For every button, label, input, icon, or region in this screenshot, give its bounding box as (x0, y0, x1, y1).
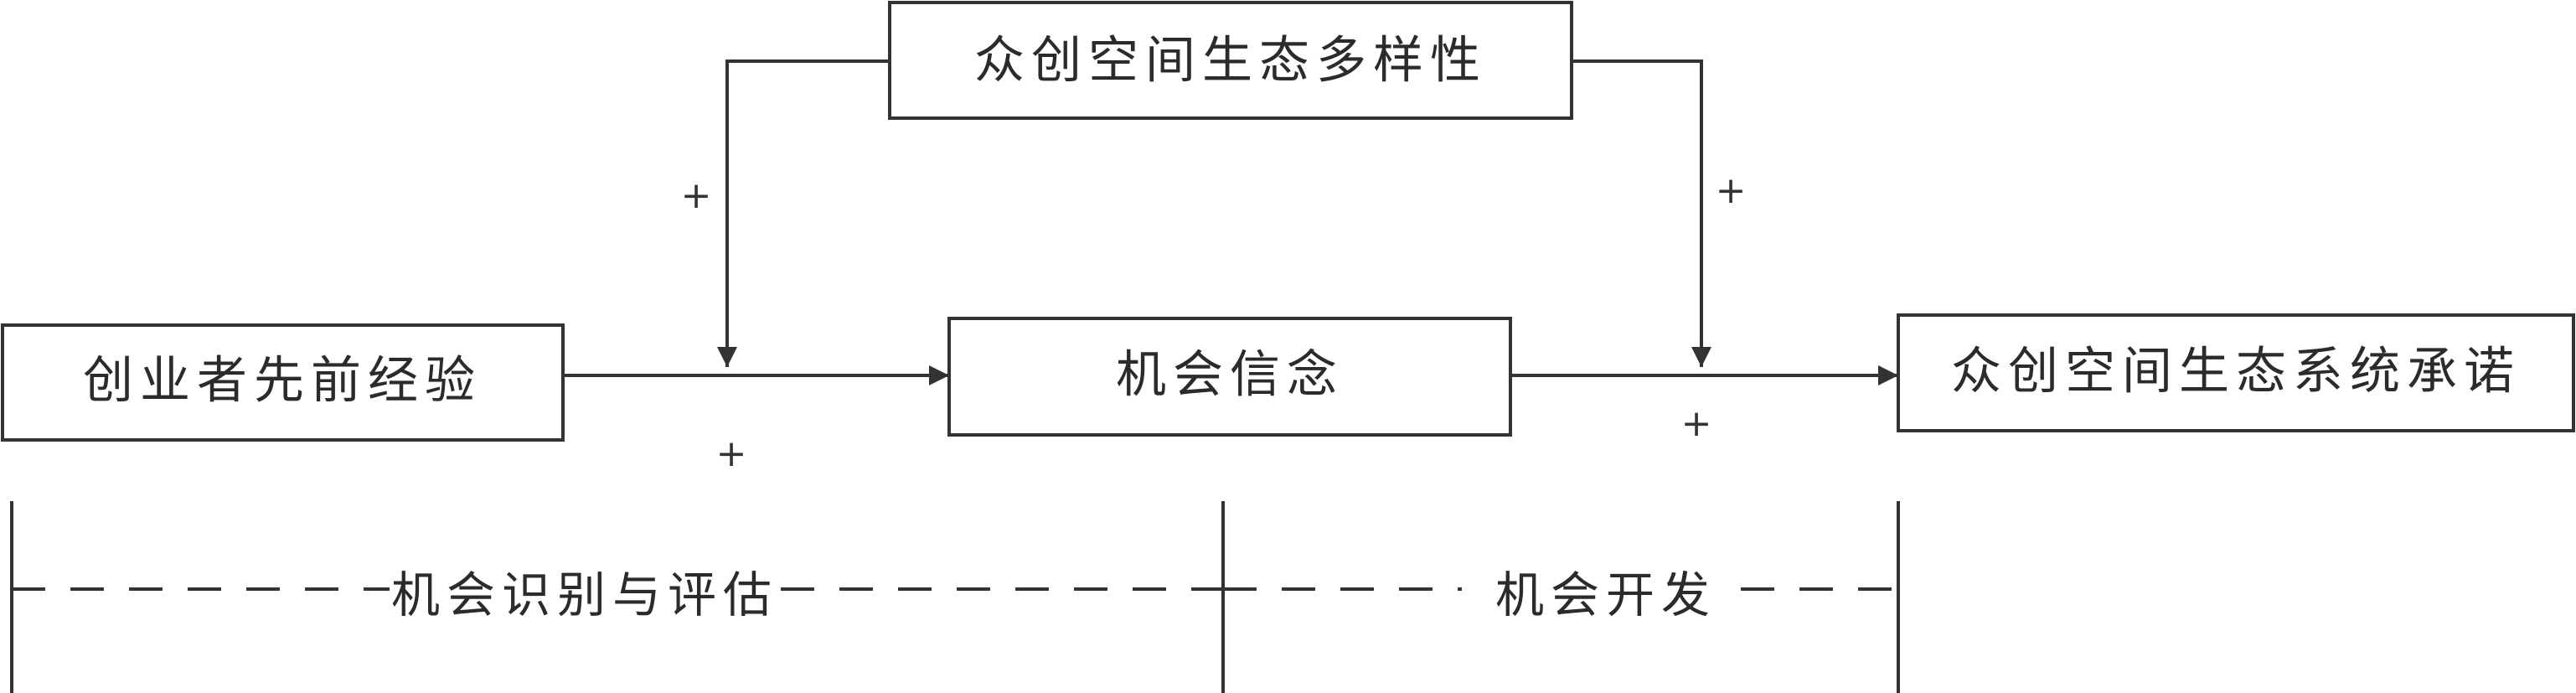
diversity-right-sign: + (1716, 169, 1747, 212)
belief-commitment-sign: + (1681, 402, 1712, 445)
diversity-left-sign: + (681, 174, 712, 217)
belief-box: 机会信念 (947, 317, 1512, 437)
diversity-moderation-right-arrow (1572, 59, 1711, 367)
diversity-moderation-left-arrow (717, 59, 890, 367)
belief-label: 机会信念 (1116, 346, 1344, 405)
diversity-box: 众创空间生态多样性 (888, 1, 1573, 120)
phase-development-label: 机会开发 (1495, 566, 1716, 623)
experience-belief-sign: + (716, 432, 747, 475)
commitment-box: 众创空间生态系统承诺 (1897, 313, 2575, 432)
experience-label: 创业者先前经验 (83, 352, 482, 411)
commitment-label: 众创空间生态系统承诺 (1951, 343, 2521, 401)
phase-recognition-label: 机会识别与评估 (391, 566, 778, 623)
diversity-label: 众创空间生态多样性 (974, 32, 1487, 91)
experience-box: 创业者先前经验 (1, 323, 565, 442)
